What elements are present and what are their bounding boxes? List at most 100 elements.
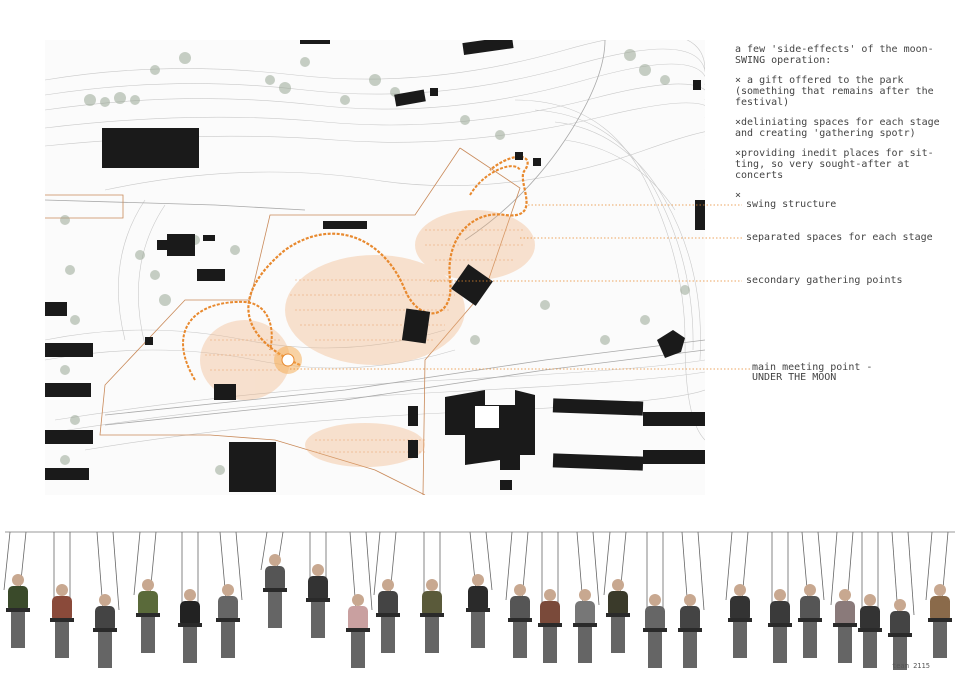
swing-seat: [376, 613, 400, 617]
swing-rope: [725, 531, 733, 601]
swing-seat: [263, 588, 287, 592]
swing-seat: [643, 628, 667, 632]
swing-rope: [133, 531, 141, 596]
person-legs: [733, 622, 747, 658]
person-head: [894, 599, 906, 611]
swing-figure: [573, 531, 600, 663]
person-head: [269, 554, 281, 566]
notes-point-3: ×providing inedit places for sit-ting, s…: [735, 148, 934, 181]
label-main-meeting-point: main meeting point - UNDER THE MOON: [752, 363, 872, 383]
person-head: [934, 584, 946, 596]
person-body: [540, 601, 560, 627]
person-body: [800, 596, 820, 622]
person-legs: [648, 632, 662, 668]
person-body: [835, 601, 855, 627]
moon-marker: [281, 353, 295, 367]
buildings: [45, 40, 705, 492]
courtyard: [475, 406, 499, 428]
person-legs: [933, 622, 947, 658]
person-body: [180, 601, 200, 627]
swing-seat: [6, 608, 30, 612]
swing-figure: [373, 531, 400, 653]
person-legs: [183, 627, 197, 663]
building-east: [657, 330, 685, 358]
person-head: [12, 574, 24, 586]
swing-figure: [93, 531, 120, 668]
site-plan-drawing: [45, 40, 705, 495]
person-legs: [311, 602, 325, 638]
person-legs: [611, 617, 625, 653]
person-head: [352, 594, 364, 606]
person-head: [426, 579, 438, 591]
swing-seat: [93, 628, 117, 632]
swing-figure: [346, 531, 373, 668]
swing-rope: [373, 531, 381, 596]
person-body: [468, 586, 488, 612]
swing-seat: [136, 613, 160, 617]
label-secondary-points: secondary gathering points: [746, 275, 903, 286]
person-body: [52, 596, 72, 622]
swing-seat: [508, 618, 532, 622]
label-separated-spaces: separated spaces for each stage: [746, 232, 933, 243]
person-head: [99, 594, 111, 606]
swing-seat: [178, 623, 202, 627]
site-plan-map: [45, 40, 705, 495]
swing-figure: [858, 532, 882, 668]
person-body: [608, 591, 628, 617]
swing-figure: [603, 531, 630, 653]
person-body: [218, 596, 238, 622]
notes-point-2: ×deliniating spaces for each stage and c…: [735, 117, 940, 139]
person-head: [312, 564, 324, 576]
person-head: [382, 579, 394, 591]
swing-seat: [538, 623, 562, 627]
person-head: [804, 584, 816, 596]
swing-seat: [798, 618, 822, 622]
swing-collage-drawing: [3, 531, 955, 670]
person-body: [138, 591, 158, 617]
person-body: [770, 601, 790, 627]
person-legs: [221, 622, 235, 658]
person-body: [730, 596, 750, 622]
person-head: [864, 594, 876, 606]
swing-figure: [3, 531, 30, 648]
person-legs: [803, 622, 817, 658]
person-legs: [683, 632, 697, 668]
roads: [45, 40, 705, 426]
swing-figure: [260, 531, 287, 628]
swing-structure-loop: [182, 300, 273, 381]
person-legs: [863, 632, 877, 668]
contour-lines: [45, 40, 705, 451]
swing-figure: [133, 531, 160, 653]
swing-figure: [178, 532, 202, 663]
swing-rope: [112, 531, 120, 611]
swing-figure: [216, 531, 243, 658]
swing-rope: [907, 531, 915, 616]
label-swing-structure: swing structure: [746, 199, 837, 210]
person-body: [680, 606, 700, 632]
person-legs: [773, 627, 787, 663]
swing-seat: [833, 623, 857, 627]
swing-figure: [725, 531, 752, 658]
person-head: [222, 584, 234, 596]
swing-seat: [768, 623, 792, 627]
swing-seat: [858, 628, 882, 632]
person-head: [184, 589, 196, 601]
swing-figure: [466, 531, 493, 648]
person-head: [839, 589, 851, 601]
swing-seat: [606, 613, 630, 617]
swing-seat: [928, 618, 952, 622]
person-legs: [513, 622, 527, 658]
swing-figure: [538, 532, 562, 663]
swing-seat: [420, 613, 444, 617]
swing-seat: [728, 618, 752, 622]
swing-figure: [505, 531, 532, 658]
swing-seat: [888, 633, 912, 637]
swing-figures: [3, 531, 952, 670]
person-body: [510, 596, 530, 622]
person-legs: [11, 612, 25, 648]
building-complex-south: [445, 390, 535, 470]
person-legs: [471, 612, 485, 648]
person-body: [575, 601, 595, 627]
person-head: [774, 589, 786, 601]
swing-rope: [485, 531, 493, 591]
